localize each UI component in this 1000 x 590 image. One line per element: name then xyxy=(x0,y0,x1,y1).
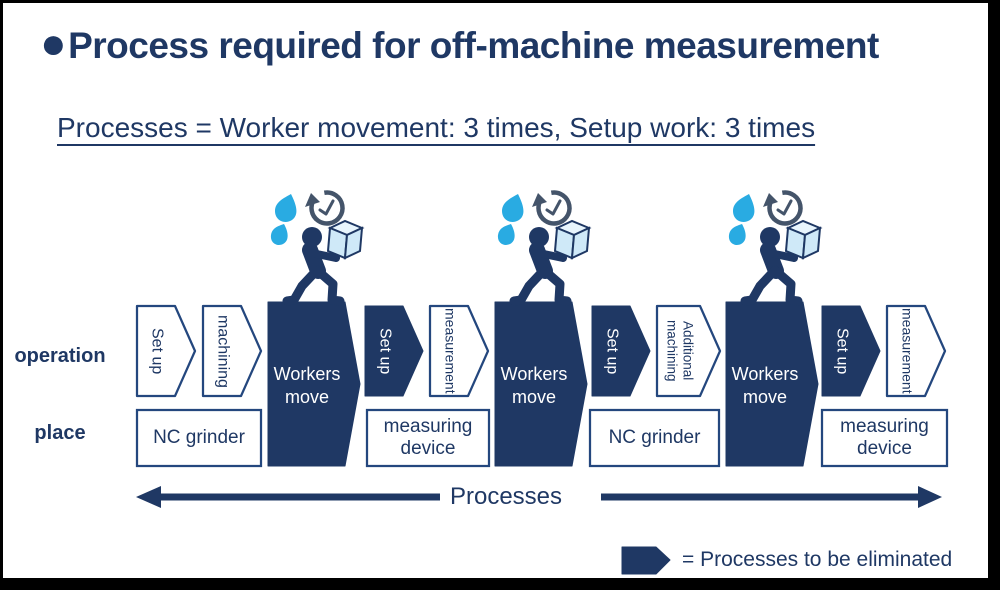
row-label-place: place xyxy=(34,421,86,444)
step-block-workers-move-1 xyxy=(267,301,361,467)
place-box-nc-grinder-2 xyxy=(588,408,721,468)
worker-carrying-box-icon xyxy=(498,190,589,301)
step-chevron-additional-machining xyxy=(655,304,722,398)
step-chevron-setup-3 xyxy=(591,305,651,397)
row-label-operation: operation xyxy=(14,344,106,367)
step-chevron-setup-4 xyxy=(821,305,881,397)
step-chevron-machining xyxy=(201,304,263,398)
worker-carrying-box-icon xyxy=(271,190,362,301)
slide-background xyxy=(3,3,988,578)
subtitle: Processes = Worker movement: 3 times, Se… xyxy=(57,112,816,143)
title-bullet-icon: ● xyxy=(40,19,67,68)
place-box-nc-grinder-1 xyxy=(135,408,263,468)
processes-arrow-right-head xyxy=(918,486,942,508)
step-chevron-setup-2 xyxy=(364,305,424,397)
worker-carrying-box-icon xyxy=(729,190,820,301)
step-block-workers-move-2 xyxy=(494,301,588,467)
step-chevron-measurement-2 xyxy=(885,304,947,398)
processes-arrow-left-head xyxy=(136,486,161,508)
step-chevron-measurement-1 xyxy=(428,304,490,398)
legend-eliminated-chevron-icon xyxy=(621,546,671,575)
page-title: ● Process required for off-machine measu… xyxy=(40,19,879,68)
place-box-measuring-device-2 xyxy=(820,408,949,468)
step-chevron-setup-1 xyxy=(135,304,197,398)
step-block-workers-move-3 xyxy=(725,301,819,467)
page-title-text: Process required for off-machine measure… xyxy=(68,25,879,66)
place-box-measuring-device-1 xyxy=(365,408,491,468)
